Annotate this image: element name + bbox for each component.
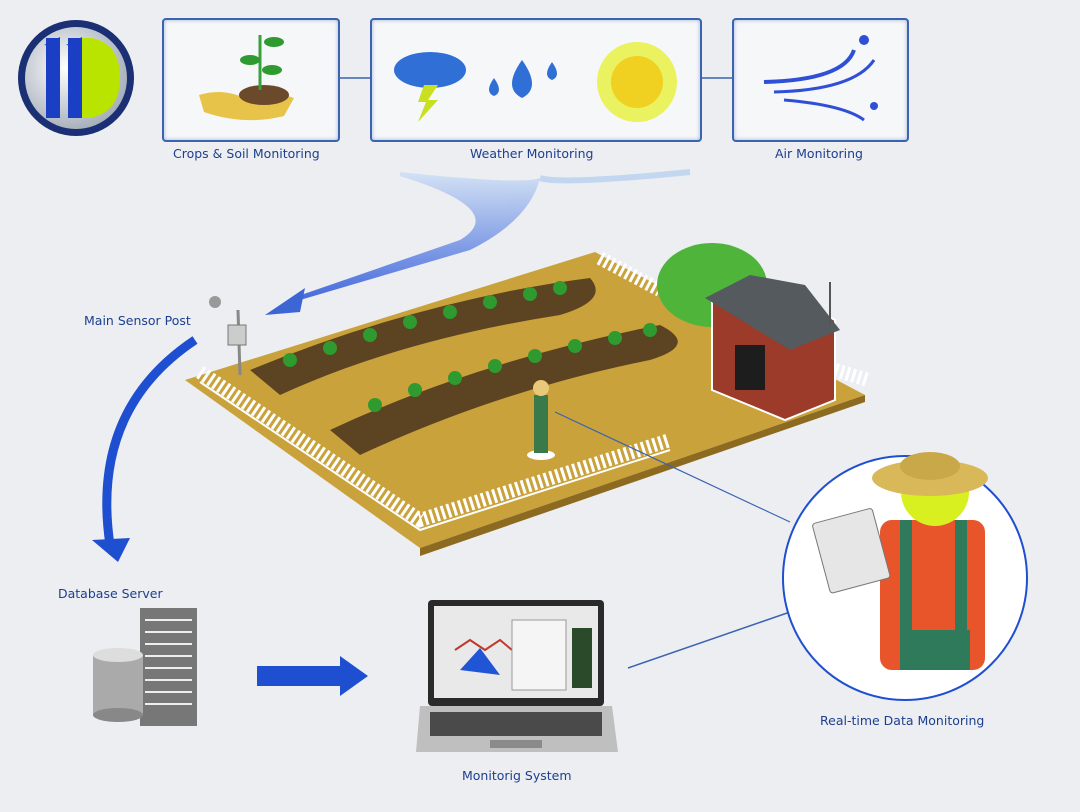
database-server-icon (93, 608, 197, 726)
weather-icons (394, 42, 677, 122)
monitoring-label: Monitorig System (462, 768, 572, 783)
weather-box (370, 18, 702, 142)
connector-line (627, 611, 791, 669)
arrow-to-monitoring-icon (257, 656, 368, 696)
sun-icon (597, 42, 677, 122)
data-stream (265, 169, 691, 315)
wind-icon (763, 35, 878, 122)
laptop-icon (416, 600, 618, 752)
logo (18, 20, 134, 136)
farmer-with-tablet-icon (782, 452, 1028, 701)
realtime-label: Real-time Data Monitoring (820, 713, 985, 728)
weather-label: Weather Monitoring (470, 146, 594, 161)
arrowhead-icon (92, 538, 130, 562)
crops-soil-box (162, 18, 340, 142)
air-label: Air Monitoring (775, 146, 863, 161)
arrow-to-database-icon (102, 336, 198, 546)
database-label: Database Server (58, 586, 163, 601)
hand-with-seedling-icon (199, 35, 294, 121)
farm-field (185, 243, 871, 556)
crops-soil-label: Crops & Soil Monitoring (173, 146, 320, 161)
sensor-post-label: Main Sensor Post (84, 313, 191, 328)
arrow-to-sensor-icon (265, 288, 305, 315)
storm-cloud-icon (394, 52, 466, 122)
water-drops-icon (489, 60, 557, 98)
air-box (732, 18, 909, 142)
